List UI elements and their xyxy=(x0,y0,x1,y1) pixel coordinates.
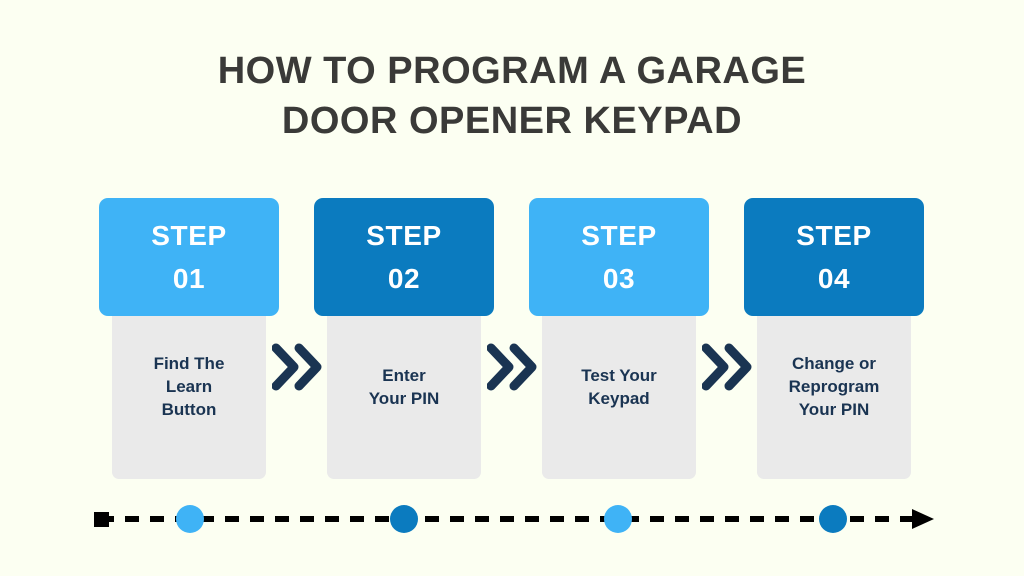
step-description-03: Test Your Keypad xyxy=(581,365,657,408)
step-number-02: 02 xyxy=(387,262,421,294)
timeline-marker-03 xyxy=(604,505,632,533)
step-description-02: Enter Your PIN xyxy=(368,365,440,408)
timeline-end-arrowhead-icon xyxy=(912,509,934,529)
step-body-01: Find The Learn Button xyxy=(112,308,266,479)
page-title-line-1: HOW TO PROGRAM A GARAGE xyxy=(217,50,807,92)
step-word-02: STEP xyxy=(366,219,442,251)
step-header-03: STEP 03 xyxy=(529,198,709,316)
double-chevron-right-icon-1 xyxy=(272,340,324,394)
step-header-01: STEP 01 xyxy=(99,198,279,316)
step-description-04: Change or Reprogram Your PIN xyxy=(788,354,880,419)
step-word-01: STEP xyxy=(151,219,227,251)
timeline xyxy=(0,496,1024,544)
step-description-01: Find The Learn Button xyxy=(153,354,225,419)
step-card-03[interactable]: STEP 03 Test Your Keypad xyxy=(529,198,709,479)
step-number-04: 04 xyxy=(817,262,851,294)
step-card-02[interactable]: STEP 02 Enter Your PIN xyxy=(314,198,494,479)
step-card-01[interactable]: STEP 01 Find The Learn Button xyxy=(99,198,279,479)
step-body-04: Change or Reprogram Your PIN xyxy=(757,308,911,479)
page-title: HOW TO PROGRAM A GARAGE DOOR OPENER KEYP… xyxy=(0,46,1024,146)
step-body-03: Test Your Keypad xyxy=(542,308,696,479)
timeline-marker-01 xyxy=(176,505,204,533)
step-word-04: STEP xyxy=(796,219,872,251)
double-chevron-right-icon-3 xyxy=(702,340,754,394)
double-chevron-right-icon-2 xyxy=(487,340,539,394)
step-number-03: 03 xyxy=(602,262,636,294)
step-header-04: STEP 04 xyxy=(744,198,924,316)
step-number-01: 01 xyxy=(172,262,206,294)
timeline-marker-04 xyxy=(819,505,847,533)
step-body-02: Enter Your PIN xyxy=(327,308,481,479)
page-title-line-2: DOOR OPENER KEYPAD xyxy=(281,100,743,142)
timeline-start-square-marker xyxy=(94,512,109,527)
step-header-02: STEP 02 xyxy=(314,198,494,316)
timeline-marker-02 xyxy=(390,505,418,533)
steps-row: STEP 01 Find The Learn Button STEP 02 En… xyxy=(0,198,1024,483)
step-card-04[interactable]: STEP 04 Change or Reprogram Your PIN xyxy=(744,198,924,479)
step-word-03: STEP xyxy=(581,219,657,251)
